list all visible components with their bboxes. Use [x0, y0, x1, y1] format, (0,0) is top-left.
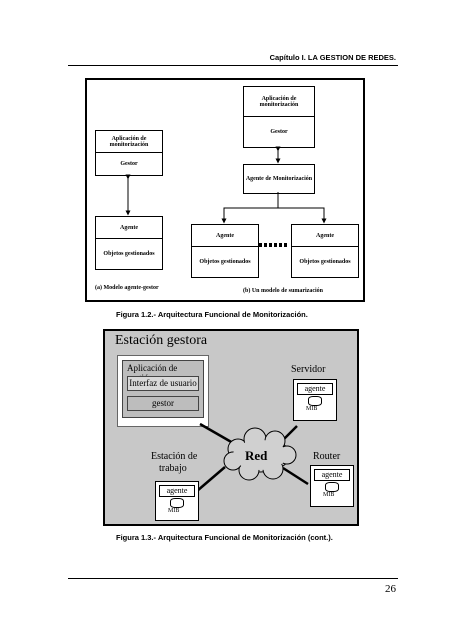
footer-rule	[68, 578, 398, 579]
right-manager-box: Gestor	[243, 116, 315, 148]
management-station-title: Estación gestora	[115, 333, 208, 348]
agent2-link	[278, 207, 327, 224]
workstation-mib-icon	[170, 498, 184, 508]
figure-1-2: Aplicación de monitorización Gestor Agen…	[85, 78, 365, 302]
right-objects2-box: Objetos gestionados	[291, 246, 359, 278]
workstation-agent-label: agente	[159, 485, 195, 497]
monitoring-agent-box: Agente de Monitorización	[243, 164, 315, 194]
router-mib-label: MIB	[323, 492, 335, 498]
figure-1-2-connectors	[125, 146, 327, 247]
link-workstation	[196, 466, 226, 492]
router-box: agente MIB	[310, 465, 354, 507]
server-agent-label: agente	[297, 383, 333, 395]
server-box: agente MIB	[293, 379, 337, 421]
router-agent-label: agente	[314, 469, 350, 481]
subcaption-a: (a) Modelo agente-gestor	[95, 285, 159, 291]
left-app-box: Aplicación de monitorización	[95, 130, 163, 154]
workstation-box: agente MIB	[155, 481, 199, 521]
manager-box: gestor	[127, 396, 199, 411]
server-label: Servidor	[291, 364, 326, 375]
network-cloud	[223, 427, 297, 481]
running-header: Capítulo I. LA GESTION DE REDES.	[269, 53, 396, 62]
workstation-label-line1: Estación de	[151, 451, 198, 462]
server-mib-icon	[308, 396, 322, 406]
router-label: Router	[313, 451, 341, 462]
right-agent2-box: Agente	[291, 224, 359, 248]
figure-1-2-caption: Figura 1.2.- Arquitectura Funcional de M…	[116, 310, 308, 319]
link-router	[282, 466, 309, 486]
management-app-box: Aplicación de gestión Interfaz de usuari…	[122, 360, 204, 418]
management-station-panel: Aplicación de gestión Interfaz de usuari…	[117, 355, 209, 427]
workstation-label-line2: trabajo	[159, 463, 187, 474]
header-rule	[68, 65, 398, 66]
network-label: Red	[245, 448, 268, 463]
figure-1-3: Estación gestora Aplicación de gestión I…	[103, 329, 359, 526]
workstation-mib-label: MIB	[168, 508, 180, 514]
network-diagram: Red	[196, 422, 309, 492]
page-number: 26	[385, 583, 396, 595]
user-interface-box: Interfaz de usuario	[127, 376, 199, 391]
right-objects1-box: Objetos gestionados	[191, 246, 259, 278]
server-mib-label: MIB	[306, 406, 318, 412]
left-objects-box: Objetos gestionados	[95, 238, 163, 270]
figure-1-3-caption: Figura 1.3.- Arquitectura Funcional de M…	[116, 533, 333, 542]
router-mib-icon	[325, 482, 339, 492]
agent1-link	[221, 192, 279, 224]
subcaption-b: (b) Un modelo de sumarización	[243, 288, 323, 294]
